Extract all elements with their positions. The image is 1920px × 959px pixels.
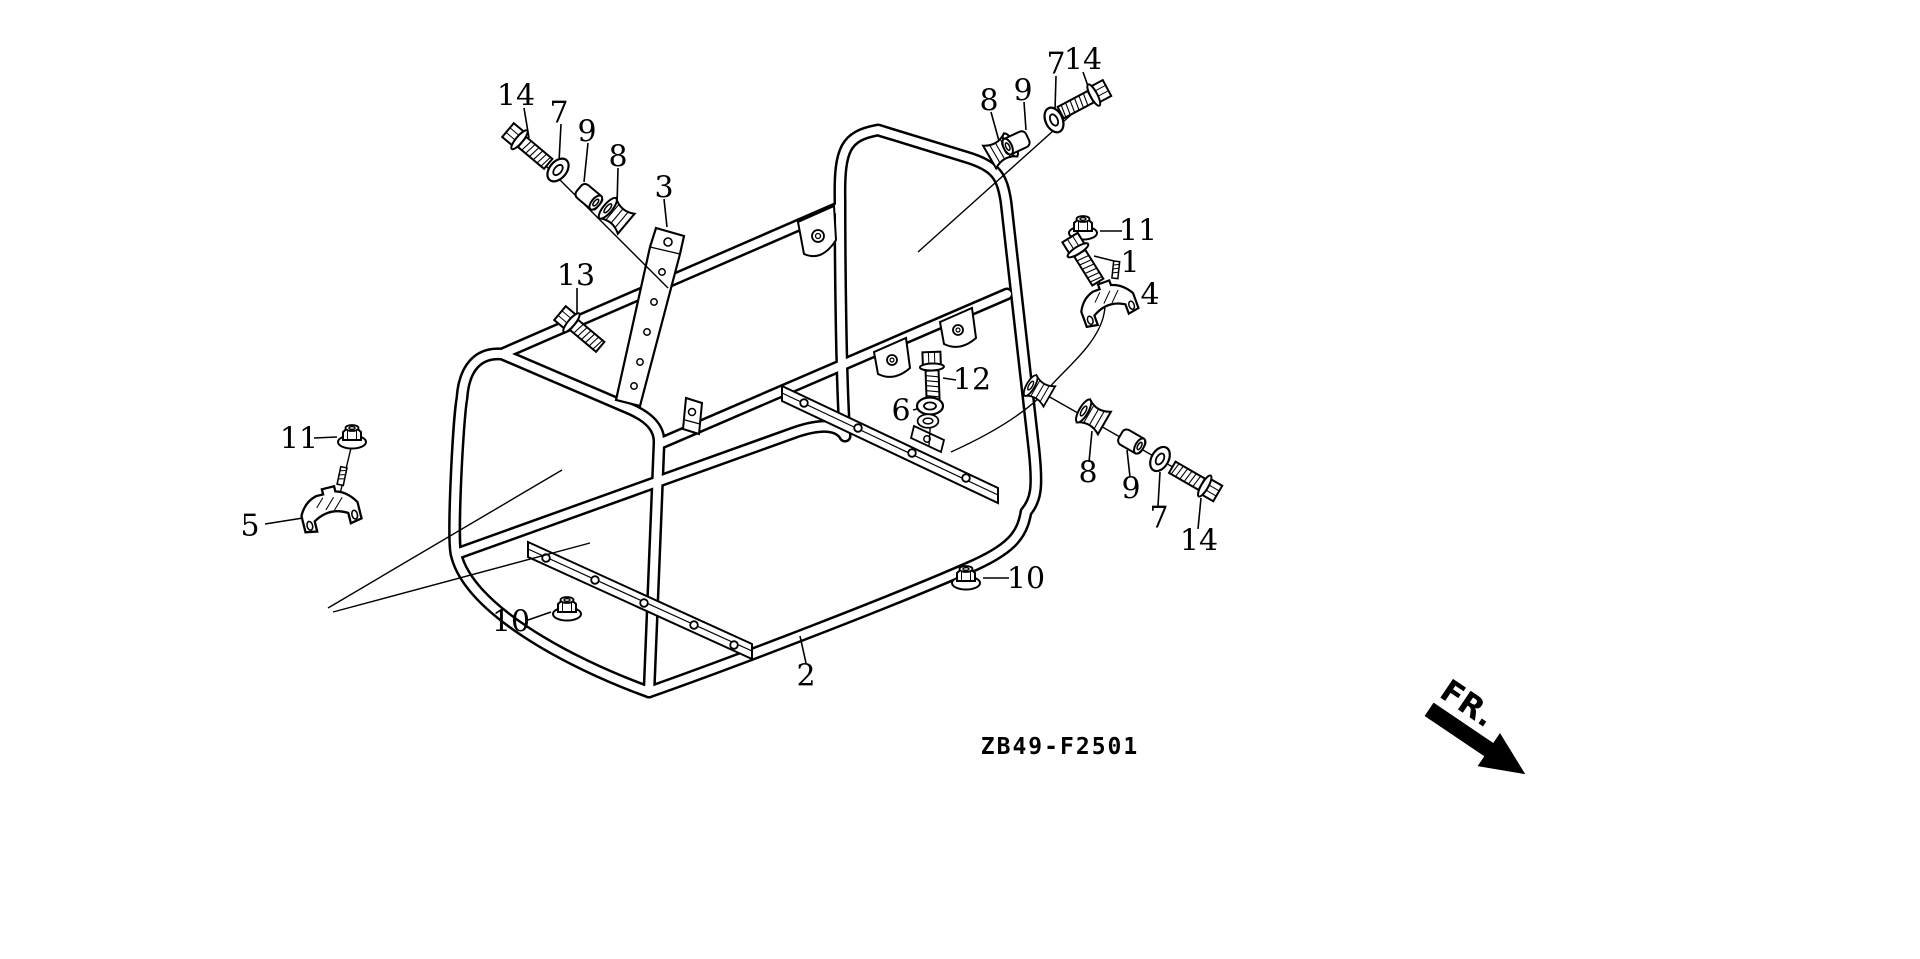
part-callout-5-20: 5 <box>240 508 260 544</box>
part-callout-7-8: 7 <box>1046 46 1066 82</box>
handle-bracket-plate <box>796 204 838 258</box>
diagram-code: ZB49-F2501 <box>980 734 1140 760</box>
part-callout-3-4: 3 <box>654 170 674 206</box>
panel-bracket-plate-2 <box>938 306 978 348</box>
part-callout-4-12: 4 <box>1140 277 1160 313</box>
part-callout-6-14: 6 <box>891 393 911 429</box>
part-callout-10-21: 10 <box>491 604 531 640</box>
front-mounting-strip <box>527 540 753 661</box>
part-callout-13-5: 13 <box>556 258 596 294</box>
part-callout-11-10: 11 <box>1118 213 1158 249</box>
part-callout-9-16: 9 <box>1121 471 1141 507</box>
part-callout-9-7: 9 <box>1013 73 1033 109</box>
part-callout-7-1: 7 <box>549 95 569 131</box>
part-callout-12-13: 12 <box>952 362 992 398</box>
front-arrow-icon <box>1424 702 1526 775</box>
leader-lines <box>264 71 1202 664</box>
part-callout-7-17: 7 <box>1149 500 1169 536</box>
part-callout-9-2: 9 <box>577 114 597 150</box>
part-callout-14-18: 14 <box>1179 523 1219 559</box>
part-callout-8-15: 8 <box>1078 455 1098 491</box>
part-callout-10-22: 10 <box>1006 561 1046 597</box>
rear-mounting-strip <box>781 384 999 505</box>
panel-bracket-plate-1 <box>872 336 912 378</box>
part-callout-2-23: 2 <box>796 658 816 694</box>
part-callout-14-9: 14 <box>1063 42 1103 78</box>
stay-part-3 <box>614 226 686 408</box>
part-callout-14-0: 14 <box>496 78 536 114</box>
part-callout-8-3: 8 <box>608 139 628 175</box>
small-clip-bracket <box>681 396 704 436</box>
part-callout-8-6: 8 <box>979 83 999 119</box>
part-callout-11-19: 11 <box>279 421 319 457</box>
part-callout-1-11: 1 <box>1120 245 1140 281</box>
